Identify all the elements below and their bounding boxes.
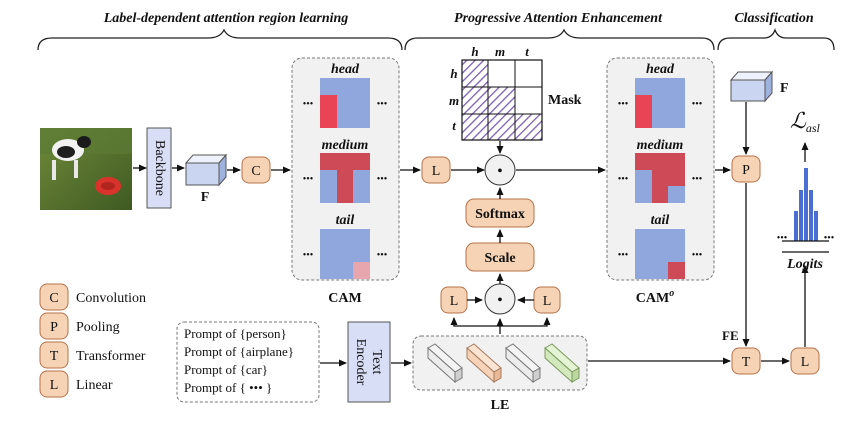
dot-product-bottom-symbol: • — [498, 293, 503, 308]
prompts-box — [176, 321, 320, 403]
dot-product-top-symbol: • — [498, 164, 503, 179]
cam-o-dots-head-right: ••• — [692, 99, 703, 110]
fe-label: FE — [722, 328, 739, 343]
loss-label: ℒasl — [790, 108, 821, 135]
softmax-label: Softmax — [475, 207, 525, 222]
prompt-item-2: Prompt of {car} — [184, 362, 268, 377]
cam-head-label: head — [331, 62, 360, 77]
le-embedding-2 — [505, 343, 541, 384]
cam-dots-head-left: ••• — [303, 99, 314, 110]
linear-block-final — [790, 347, 820, 375]
cam-o-dots-medium-right: ••• — [692, 174, 703, 185]
legend-key-pool: P — [50, 320, 58, 335]
prompt-item-3: Prompt of { ••• } — [184, 380, 272, 395]
cam-medium-map — [320, 153, 370, 203]
cam-title: CAM — [328, 291, 361, 306]
pooling-block — [731, 155, 761, 183]
feature-cube — [184, 153, 228, 187]
legend-label-linear: Linear — [76, 378, 113, 393]
logits-dots-right: ••• — [824, 233, 835, 244]
cam-o-head-map — [635, 78, 685, 128]
linear-label-final: L — [801, 355, 810, 370]
feature-cube-right — [729, 70, 774, 103]
mask-col-m: m — [495, 44, 505, 59]
legend: C Convolution P Pooling T Transformer L … — [39, 283, 146, 398]
le-label: LE — [491, 398, 510, 413]
mask-row-h: h — [450, 66, 457, 81]
cam-o-head-label: head — [646, 62, 675, 77]
transformer-block — [731, 347, 761, 375]
cam-dots-tail-right: ••• — [377, 250, 388, 261]
logits-bars — [782, 168, 829, 242]
cam-dots-medium-left: ••• — [303, 174, 314, 185]
mask-col-t: t — [525, 44, 529, 59]
conv-block — [241, 156, 271, 184]
linear-label-right: L — [543, 294, 552, 309]
cam-dots-tail-left: ••• — [303, 250, 314, 261]
feature-label: F — [201, 190, 210, 205]
transformer-label: T — [742, 355, 751, 370]
backbone-label: Backbone — [152, 140, 167, 196]
cam-o-medium-map — [635, 153, 685, 203]
linear-block-top — [421, 156, 451, 184]
feature-label-right: F — [780, 81, 789, 96]
mask-title: Mask — [548, 93, 582, 108]
text-encoder-block — [347, 321, 391, 403]
prompt-item-0: Prompt of {person} — [184, 326, 287, 341]
scale-label: Scale — [484, 251, 515, 266]
cam-tail-label: tail — [336, 213, 355, 228]
cam-tail-map — [320, 229, 370, 279]
cam-o-dots-tail-left: ••• — [618, 250, 629, 261]
section-title-middle: Progressive Attention Enhancement — [454, 11, 663, 26]
logits-dots-left: ••• — [777, 233, 788, 244]
cam-medium-label: medium — [322, 138, 369, 153]
brace-left — [37, 28, 403, 51]
legend-key-trans: T — [50, 349, 59, 364]
cam-head-map — [320, 78, 370, 128]
le-embedding-3 — [544, 343, 580, 384]
mask-row-m: m — [449, 93, 459, 108]
section-title-right: Classification — [734, 11, 814, 26]
linear-label-left: L — [450, 294, 459, 309]
brace-right — [717, 28, 835, 51]
cam-dots-head-right: ••• — [377, 99, 388, 110]
cam-o-title: CAMo — [636, 288, 674, 306]
input-image — [40, 128, 132, 210]
text-encoder-line2: Encoder — [353, 339, 368, 386]
pooling-label: P — [742, 163, 750, 178]
legend-label-trans: Transformer — [76, 349, 146, 364]
cam-o-medium-label: medium — [637, 138, 684, 153]
le-embedding-0 — [427, 343, 463, 384]
legend-key-conv: C — [49, 291, 58, 306]
cam-dots-medium-right: ••• — [377, 174, 388, 185]
mask-row-t: t — [452, 118, 456, 133]
prompt-item-1: Prompt of {airplane} — [184, 344, 294, 359]
cam-o-dots-medium-left: ••• — [618, 174, 629, 185]
brace-middle — [404, 28, 715, 51]
conv-label: C — [251, 164, 260, 179]
mask-col-h: h — [471, 44, 478, 59]
backbone-block — [146, 127, 172, 209]
section-title-left: Label-dependent attention region learnin… — [103, 11, 349, 26]
legend-label-pool: Pooling — [76, 320, 120, 335]
cam-o-dots-tail-right: ••• — [692, 250, 703, 261]
logits-label: Logits — [786, 257, 823, 272]
linear-label-top: L — [432, 164, 441, 179]
cam-o-tail-label: tail — [651, 213, 670, 228]
cam-o-dots-head-left: ••• — [618, 99, 629, 110]
legend-key-linear: L — [50, 378, 59, 393]
mask-grid — [461, 59, 543, 141]
text-encoder-line1: Text — [369, 350, 384, 375]
cam-o-tail-map — [635, 229, 685, 279]
legend-label-conv: Convolution — [76, 291, 146, 306]
le-embedding-1 — [466, 343, 502, 384]
dot-product-top — [484, 154, 516, 186]
